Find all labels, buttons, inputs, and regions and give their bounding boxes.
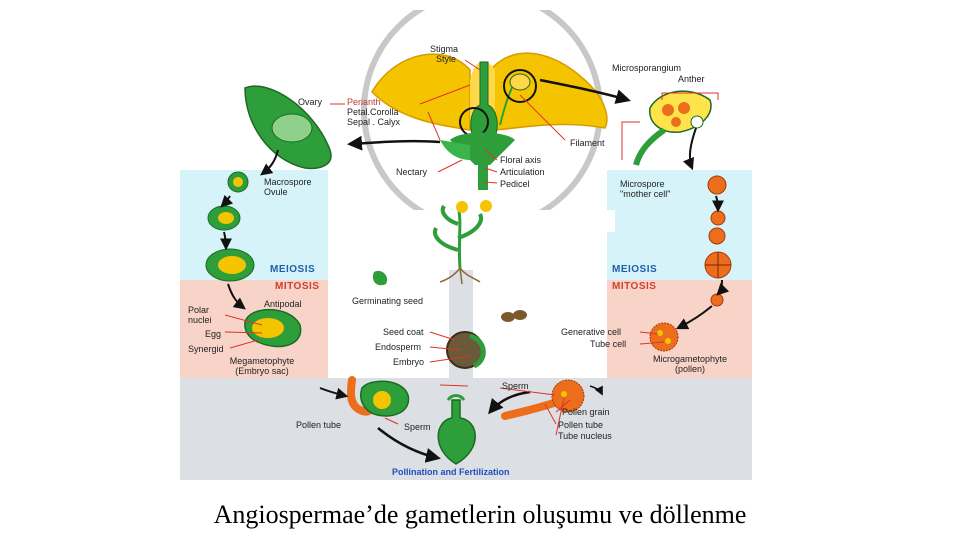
figure-caption: Angiospermae’de gametlerin oluşumu ve dö…: [213, 500, 747, 529]
label-tube-nucleus: Tube nucleus: [558, 431, 612, 441]
label-microgametophyte: Microgametophyte (pollen): [652, 354, 728, 374]
label-seed-coat: Seed coat: [383, 327, 424, 337]
germinating-seed: [372, 270, 388, 286]
microspore-tetrad-lines: [705, 252, 731, 278]
fert-pistil-flower: [437, 399, 476, 465]
label-pollen-grain: Pollen grain: [562, 407, 610, 417]
label-macrospore-ovule: Macrospore Ovule: [264, 177, 312, 197]
microspore-mother-cell: [707, 175, 727, 195]
label-meiosis-right: MEIOSIS: [612, 264, 658, 275]
seedling-flower-2: [480, 200, 492, 212]
fert-ovule-inner: [373, 391, 391, 409]
label-germinating-seed: Germinating seed: [352, 296, 424, 306]
microspore-single: [710, 293, 724, 307]
anther-pollen-2: [678, 102, 690, 114]
arrow-flower-to-anther: [539, 78, 631, 104]
arrow-flower-to-ovary: [347, 135, 441, 151]
pedicel: [478, 160, 488, 190]
fert-pollen-sperm: [561, 391, 567, 397]
fert-arrow-2: [377, 427, 441, 463]
ovule-dividing-2-inner: [218, 256, 246, 274]
seedling-flower-1: [456, 201, 468, 213]
label-filament: Filament: [570, 138, 605, 148]
anther-pollen-3: [671, 117, 681, 127]
label-generative-cell: Generative cell: [561, 327, 622, 337]
fert-arrow-3: [488, 390, 531, 415]
anther-detail-circle: [690, 115, 704, 129]
arrow-anther-down: [682, 127, 697, 171]
flower-circle-mask-top: [360, 0, 610, 10]
seed-embryo: [469, 333, 486, 369]
arrow-right-3: [675, 305, 713, 330]
label-synergid: Synergid: [188, 344, 224, 354]
label-megametophyte: Megametophyte (Embryo sac): [229, 356, 295, 376]
fert-arrow-4: [589, 385, 603, 396]
microsporangium-bracket: [661, 92, 719, 100]
label-pollen-tube-left: Pollen tube: [296, 420, 342, 430]
label-mitosis-left: MITOSIS: [275, 281, 320, 292]
label-mitosis-right: MITOSIS: [612, 281, 657, 292]
fert-arrow-1: [319, 387, 349, 400]
seed-pair-2: [513, 310, 527, 320]
sepal-left: [440, 140, 470, 160]
label-tube-cell: Tube cell: [590, 339, 627, 349]
label-leader-lines: [224, 59, 665, 436]
label-pollen-tube-right: Pollen tube: [558, 420, 604, 430]
arrow-ovary-down: [260, 149, 279, 176]
pollen-grain-mature: [649, 322, 679, 352]
label-nectary: Nectary: [396, 167, 428, 177]
label-sperm-top: Sperm: [502, 381, 529, 391]
label-polar-nuclei: Polar nuclei: [188, 305, 212, 325]
seed-pair-1: [501, 312, 515, 322]
label-floral-axis: Floral axis: [500, 155, 542, 165]
ovary-inner: [271, 113, 313, 143]
flower-petal-left: [371, 53, 471, 131]
label-microspore-mother-cell: Microspore "mother cell": [620, 179, 671, 199]
microspore-div-1: [710, 210, 726, 226]
seedling-leaves: [433, 204, 483, 252]
microspore-div-2: [708, 227, 726, 245]
label-endosperm: Endosperm: [375, 342, 422, 352]
label-perianth: Perianth: [347, 97, 381, 107]
label-articulation: Articulation: [500, 167, 545, 177]
anther-pollen-1: [662, 104, 674, 116]
label-meiosis-left: MEIOSIS: [270, 264, 316, 275]
label-antipodal: Antipodal: [264, 299, 302, 309]
receptacle: [450, 132, 515, 165]
label-egg: Egg: [205, 329, 222, 339]
pollen-tube-cell: [665, 338, 671, 344]
label-sperm-left: Sperm: [404, 422, 431, 432]
fert-pistil-stigma: [446, 394, 466, 401]
label-style: Style: [436, 54, 457, 64]
embryo-sac-inner: [252, 318, 284, 338]
label-stigma: Stigma: [430, 44, 459, 54]
macrospore-nucleus: [233, 177, 243, 187]
ovule-dividing-1-inner: [218, 212, 234, 224]
label-anther: Anther: [678, 74, 705, 84]
arrow-left-3: [227, 283, 246, 310]
seedling-roots: [439, 267, 481, 285]
filament-bracket: [621, 121, 640, 160]
anther-filament: [633, 127, 666, 166]
flower-petal-right: [491, 52, 608, 131]
label-pedicel: Pedicel: [500, 179, 530, 189]
label-pollination-fertilization: Pollination and Fertilization: [392, 467, 510, 477]
label-petal-corolla: Petal.Corolla: [347, 107, 399, 117]
anther-highlight-circle: [503, 69, 537, 103]
label-embryo: Embryo: [393, 357, 425, 367]
fert-pollen-grain: [551, 379, 585, 413]
pollen-generative: [657, 330, 663, 336]
arrow-left-1: [220, 194, 234, 208]
label-ovary: Ovary: [298, 97, 323, 107]
arrow-right-1: [711, 195, 724, 213]
anther: [509, 73, 531, 91]
arrow-left-2: [219, 231, 232, 251]
label-sepal-calyx: Sepal . Calyx: [347, 117, 401, 127]
label-microsporangium: Microsporangium: [612, 63, 682, 73]
arrow-right-2: [716, 279, 730, 296]
